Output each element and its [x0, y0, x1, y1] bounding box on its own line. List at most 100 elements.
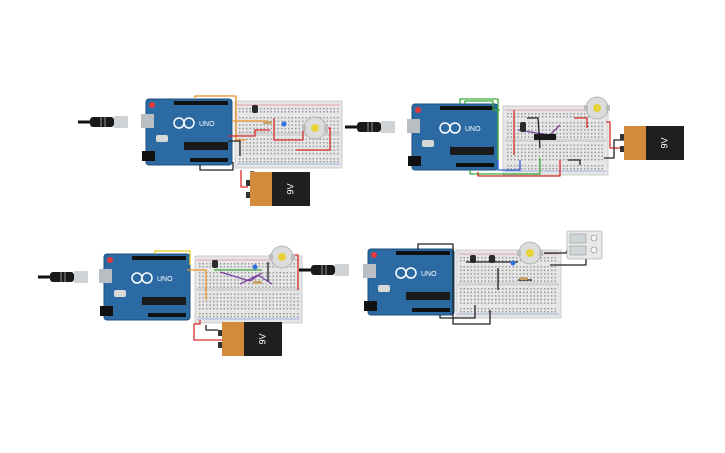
breadboard-hole — [279, 307, 281, 310]
breadboard-hole — [199, 263, 201, 265]
reset-button[interactable] — [149, 102, 155, 108]
wire[interactable] — [439, 305, 476, 319]
breadboard-hole — [223, 297, 225, 299]
arduino-uno-icon[interactable]: UNO — [407, 103, 499, 171]
wire[interactable] — [228, 140, 241, 156]
led-icon[interactable] — [281, 121, 287, 127]
breadboard-hole — [274, 161, 276, 163]
breadboard-hole — [598, 168, 600, 170]
led-icon[interactable] — [510, 260, 516, 266]
breadboard-hole — [337, 138, 339, 140]
wire[interactable] — [604, 139, 624, 159]
usb-cable-icon[interactable] — [299, 264, 349, 276]
breadboard-hole — [580, 125, 582, 128]
reset-button[interactable] — [415, 107, 421, 113]
breadboard-hole — [538, 158, 540, 161]
wire[interactable] — [417, 243, 491, 325]
dc-motor-icon[interactable] — [302, 116, 328, 140]
wire[interactable] — [574, 117, 588, 128]
wire[interactable] — [294, 254, 299, 290]
wire[interactable] — [205, 325, 218, 331]
wire[interactable] — [459, 98, 499, 160]
breadboard-icon[interactable] — [234, 100, 343, 169]
breadboard-hole — [291, 127, 293, 130]
breadboard-hole — [284, 117, 286, 119]
breadboard-hole — [223, 293, 225, 295]
arduino-uno-icon[interactable]: UNO — [363, 248, 455, 316]
circuit-2[interactable]: UNO 9V — [345, 96, 684, 177]
battery-9v-icon[interactable]: 9V — [218, 322, 282, 356]
reset-button[interactable] — [371, 252, 377, 258]
breadboard-hole — [467, 308, 469, 310]
wire[interactable] — [199, 162, 234, 171]
breadboard-hole — [481, 302, 483, 304]
usb-cable-icon[interactable] — [78, 116, 128, 128]
wire[interactable] — [464, 100, 500, 111]
circuit-1[interactable]: UNO 9V — [78, 95, 343, 206]
dc-motor-icon[interactable] — [517, 241, 543, 265]
wire[interactable] — [469, 158, 541, 175]
battery-9v-icon[interactable]: 9V — [620, 126, 684, 160]
circuit-4[interactable]: UNO — [299, 230, 603, 325]
breadboard-hole — [269, 263, 271, 265]
breadboard-hole — [199, 272, 201, 274]
breadboard-hole — [298, 152, 300, 155]
wire[interactable] — [497, 160, 521, 171]
breadboard-hole — [537, 276, 539, 279]
wire[interactable] — [228, 129, 270, 137]
resistor-icon[interactable] — [519, 277, 528, 280]
breadboard-hole — [255, 272, 257, 274]
dc-motor-icon[interactable] — [269, 245, 295, 269]
wire[interactable] — [187, 269, 207, 300]
dc-motor-icon[interactable] — [584, 96, 610, 120]
breadboard-hole — [467, 295, 469, 297]
breadboard-hole — [591, 122, 593, 124]
breadboard-hole — [463, 298, 465, 301]
reset-button[interactable] — [107, 257, 113, 263]
wire[interactable] — [193, 320, 222, 341]
usb-cable-icon[interactable] — [345, 121, 395, 133]
breadboard-hole — [262, 313, 264, 315]
transistor-icon[interactable] — [489, 255, 495, 263]
breadboard-hole — [540, 308, 542, 310]
battery-9v-icon[interactable]: 9V — [246, 172, 310, 206]
wire[interactable] — [154, 250, 191, 265]
breadboard-hole — [199, 293, 201, 295]
breadboard-hole — [530, 269, 532, 272]
breadboard-hole — [290, 297, 292, 299]
wire[interactable] — [240, 170, 248, 188]
breadboard-icon[interactable] — [502, 105, 609, 176]
breadboard-hole — [291, 161, 293, 163]
wire[interactable] — [239, 274, 273, 285]
circuit-3[interactable]: UNO 9V — [38, 245, 303, 356]
arduino-uno-icon[interactable]: UNO — [141, 98, 233, 166]
arduino-uno-icon[interactable]: UNO — [99, 253, 191, 321]
breadboard-hole — [509, 257, 511, 259]
wire[interactable] — [606, 121, 620, 149]
transistor-icon[interactable] — [252, 105, 258, 113]
usb-cable-icon[interactable] — [38, 271, 88, 283]
wire[interactable] — [568, 159, 581, 165]
breadboard-hole — [526, 308, 528, 310]
wire[interactable] — [194, 95, 246, 141]
transistor-icon[interactable] — [212, 260, 218, 268]
led-icon[interactable] — [252, 264, 258, 270]
battery-label: 9V — [257, 333, 267, 344]
breadboard-hole — [281, 127, 283, 130]
wire[interactable] — [273, 118, 304, 141]
power-supply-icon[interactable] — [566, 230, 603, 260]
breadboard-hole — [283, 279, 285, 281]
wire[interactable] — [477, 160, 561, 177]
breadboard-hole — [519, 288, 521, 290]
breadboard-hole — [288, 138, 290, 140]
power-supply-knob[interactable] — [590, 234, 598, 242]
breadboard-hole — [584, 148, 586, 150]
transistor-icon[interactable] — [470, 255, 476, 263]
breadboard-hole — [509, 295, 511, 297]
motor-driver-ic-icon[interactable] — [520, 122, 556, 140]
power-supply-knob[interactable] — [590, 246, 598, 254]
breadboard-hole — [293, 266, 295, 268]
resistor-icon[interactable] — [263, 121, 272, 124]
resistor-icon[interactable] — [253, 281, 262, 284]
